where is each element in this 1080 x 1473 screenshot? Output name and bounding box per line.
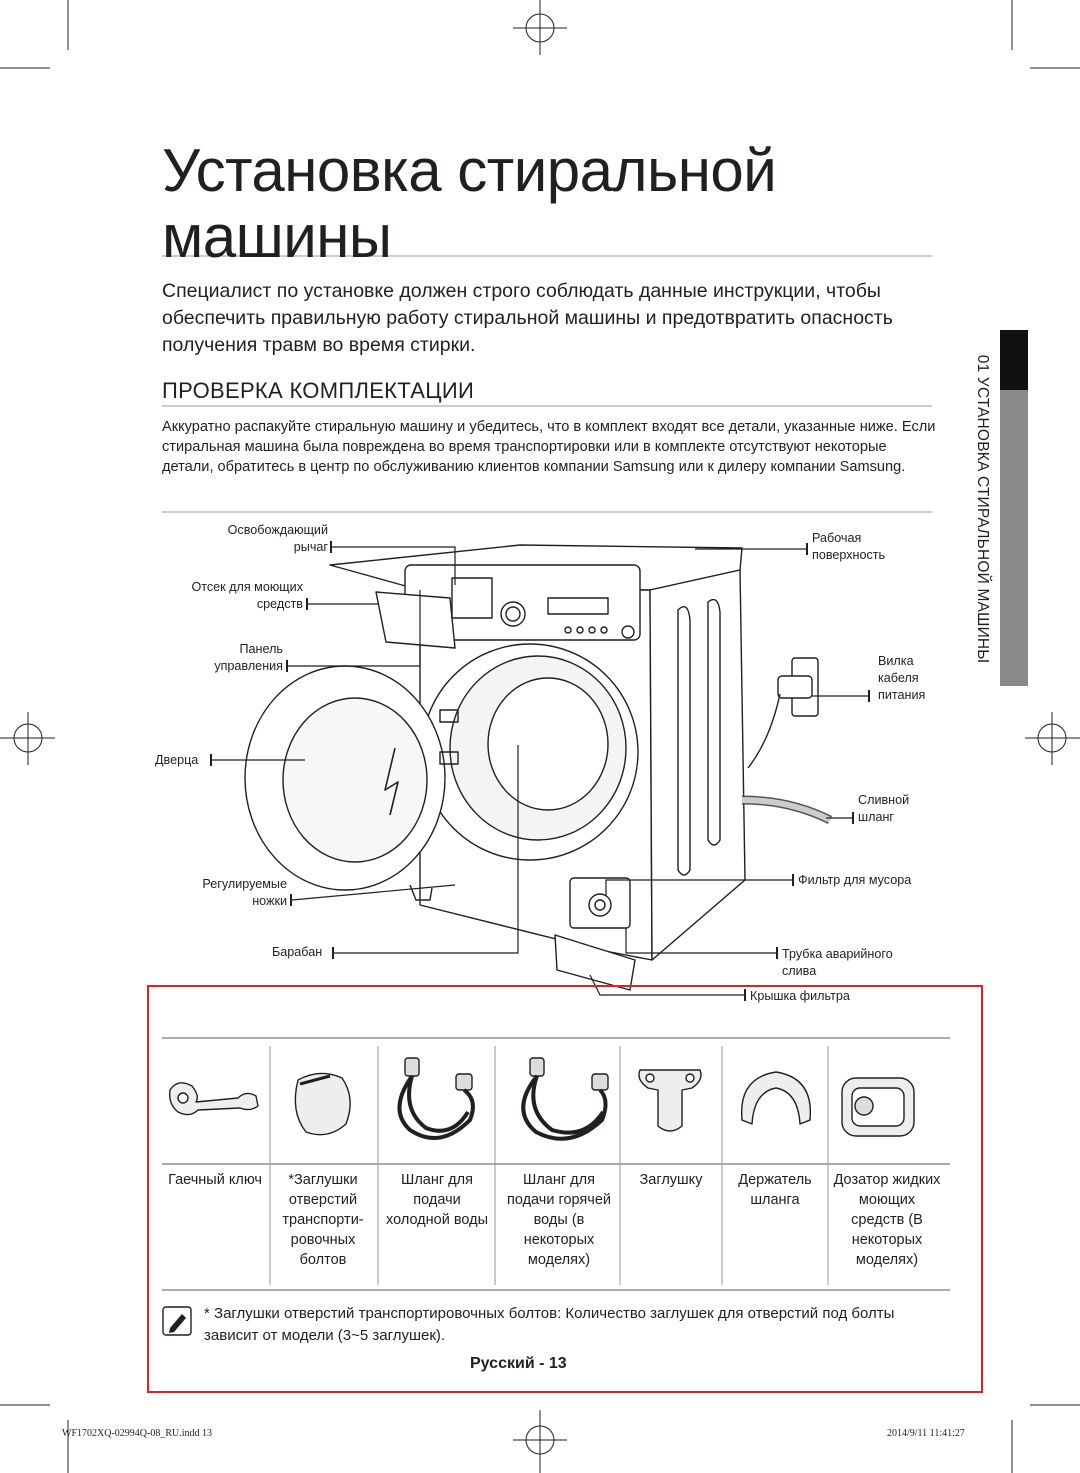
detergent-dispenser-icon — [841, 1077, 915, 1137]
accessory-cold-hose: Шланг для подачи холодной воды — [385, 1172, 489, 1228]
page-number: Русский - 13 — [470, 1355, 567, 1372]
accessory-hot-hose: Шланг для подачи горячей воды (в некотор… — [507, 1172, 611, 1268]
label-filter-cover: Крышка фильтра — [750, 989, 850, 1003]
section-heading: ПРОВЕРКА КОМПЛЕКТАЦИИ — [162, 378, 475, 403]
plug-cap-icon — [638, 1069, 702, 1132]
note-text: * Заглушки отверстий транспортировочных … — [204, 1305, 895, 1344]
cold-hose-icon — [397, 1057, 475, 1140]
label-drum: Барабан — [272, 945, 323, 959]
side-tab-gray — [1000, 390, 1028, 686]
footer-filename: WF1702XQ-02994Q-08_RU.indd 13 — [62, 1428, 212, 1439]
label-door: Дверца — [155, 753, 199, 767]
intro-text: Специалист по установке должен строго со… — [162, 280, 893, 356]
accessory-plug-cap: Заглушку — [639, 1172, 703, 1188]
hole-cap-icon — [294, 1072, 351, 1136]
accessory-hole-caps: *Заглушки отверстий транспорти-ровочных … — [282, 1172, 364, 1268]
highlight-box — [147, 985, 983, 1393]
wrench-icon — [168, 1082, 259, 1116]
label-debris-filter: Фильтр для мусора — [798, 873, 912, 887]
footer-date: 2014/9/11 11:41:27 — [887, 1428, 965, 1439]
hose-holder-icon — [740, 1071, 812, 1125]
accessory-wrench: Гаечный ключ — [168, 1172, 262, 1188]
accessory-hose-holder: Держатель шланга — [738, 1172, 812, 1208]
accessory-detergent-dispenser: Дозатор жидких моющих средств (В некотор… — [833, 1172, 941, 1268]
side-tab-black — [1000, 330, 1028, 390]
section-body: Аккуратно распакуйте стиральную машину и… — [162, 419, 936, 475]
hot-hose-icon — [521, 1057, 609, 1141]
note-icon — [162, 1306, 192, 1336]
